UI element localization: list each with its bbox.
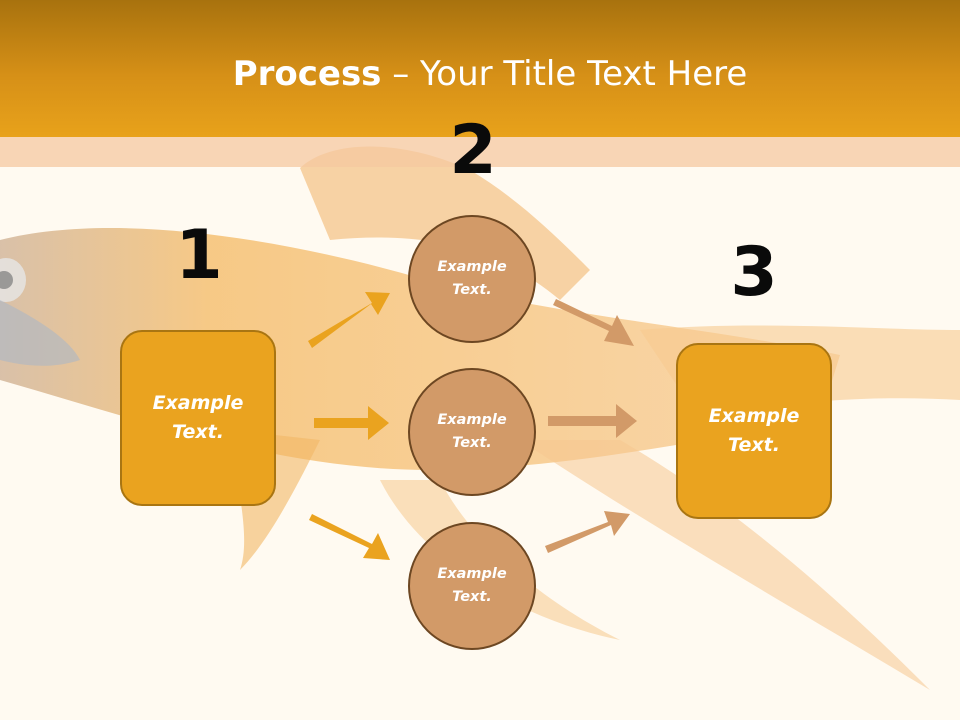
arrow-box1-to-bottom-circle (309, 514, 390, 560)
arrow-top-circle-to-box3 (553, 299, 634, 346)
arrow-middle-circle-to-box3 (548, 404, 637, 438)
slide-title: Process – Your Title Text Here (0, 52, 960, 96)
title-bold-part: Process (232, 54, 382, 94)
title-rest-part: – Your Title Text Here (381, 54, 748, 94)
step-1-text: Example Text. (152, 392, 244, 443)
arrow-bottom-circle-to-box3 (545, 511, 630, 553)
circle-top: Example Text. (408, 215, 536, 343)
step-number-2: 2 (449, 111, 497, 190)
arrow-box1-to-top-circle (308, 292, 390, 348)
step-3-text: Example Text. (708, 405, 800, 456)
step-1-box: Example Text. (120, 330, 276, 506)
header-accent-band (0, 137, 960, 167)
arrow-box1-to-middle-circle (314, 406, 389, 440)
step-number-1: 1 (175, 216, 223, 295)
circle-bottom: Example Text. (408, 522, 536, 650)
circle-bottom-text: Example Text. (437, 566, 507, 605)
circle-top-text: Example Text. (437, 259, 507, 298)
step-number-3: 3 (730, 233, 778, 312)
circle-middle: Example Text. (408, 368, 536, 496)
circle-middle-text: Example Text. (437, 412, 507, 451)
title-header-bar (0, 0, 960, 137)
step-3-box: Example Text. (676, 343, 832, 519)
